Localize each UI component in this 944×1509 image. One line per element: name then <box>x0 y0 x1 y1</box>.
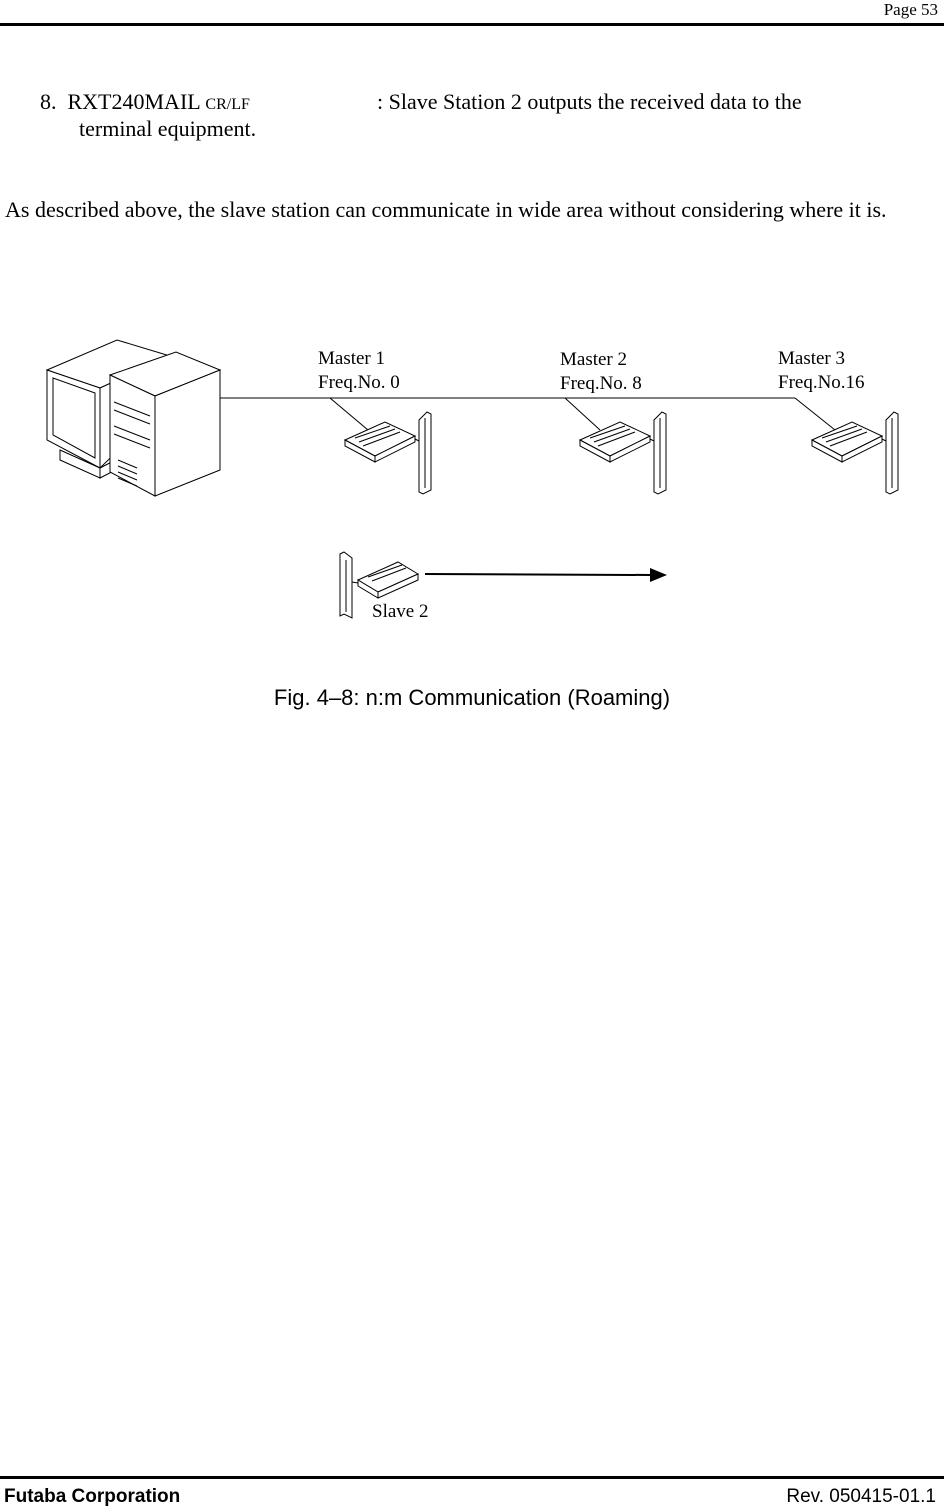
figure-caption: Fig. 4–8: n:m Communication (Roaming) <box>273 685 671 710</box>
command-number: 8. <box>40 89 57 114</box>
master-2-radio-icon <box>578 411 667 495</box>
master-2-link <box>564 397 601 431</box>
command-suffix: CR/LF <box>205 96 250 113</box>
body-paragraph: As described above, the slave station ca… <box>5 197 887 222</box>
master-3-link <box>794 397 836 431</box>
footer-revision: Rev. 050415-01.1 <box>786 1486 936 1507</box>
slave-2-name: Slave 2 <box>372 601 428 622</box>
arrow-head <box>650 568 667 582</box>
master-1-link <box>329 397 369 431</box>
computer-icon <box>45 339 222 497</box>
command-description: : Slave Station 2 outputs the received d… <box>377 89 802 114</box>
master-2-name: Master 2 <box>560 349 627 370</box>
command-line: 8. RXT240MAIL CR/LF <box>40 89 250 115</box>
master-1-name: Master 1 <box>318 348 385 369</box>
footer-rule <box>0 1476 944 1479</box>
roaming-arrow <box>424 573 651 576</box>
master-2-freq: Freq.No. 8 <box>560 373 642 394</box>
master-1-radio-icon <box>343 411 432 495</box>
slave-2-radio-icon <box>339 551 420 619</box>
footer-company: Futaba Corporation <box>4 1486 181 1507</box>
master-3-freq: Freq.No.16 <box>778 372 865 393</box>
roaming-diagram: Master 1 Freq.No. 0 Master 2 Freq.No. 8 … <box>45 339 899 622</box>
page-number: Page 53 <box>883 0 938 19</box>
master-1-freq: Freq.No. 0 <box>318 372 400 393</box>
command-code: RXT240MAIL <box>67 89 200 114</box>
master-3-name: Master 3 <box>778 348 845 369</box>
master-3-radio-icon <box>810 411 899 495</box>
command-description-cont: terminal equipment. <box>79 116 257 141</box>
header-rule <box>0 23 944 26</box>
